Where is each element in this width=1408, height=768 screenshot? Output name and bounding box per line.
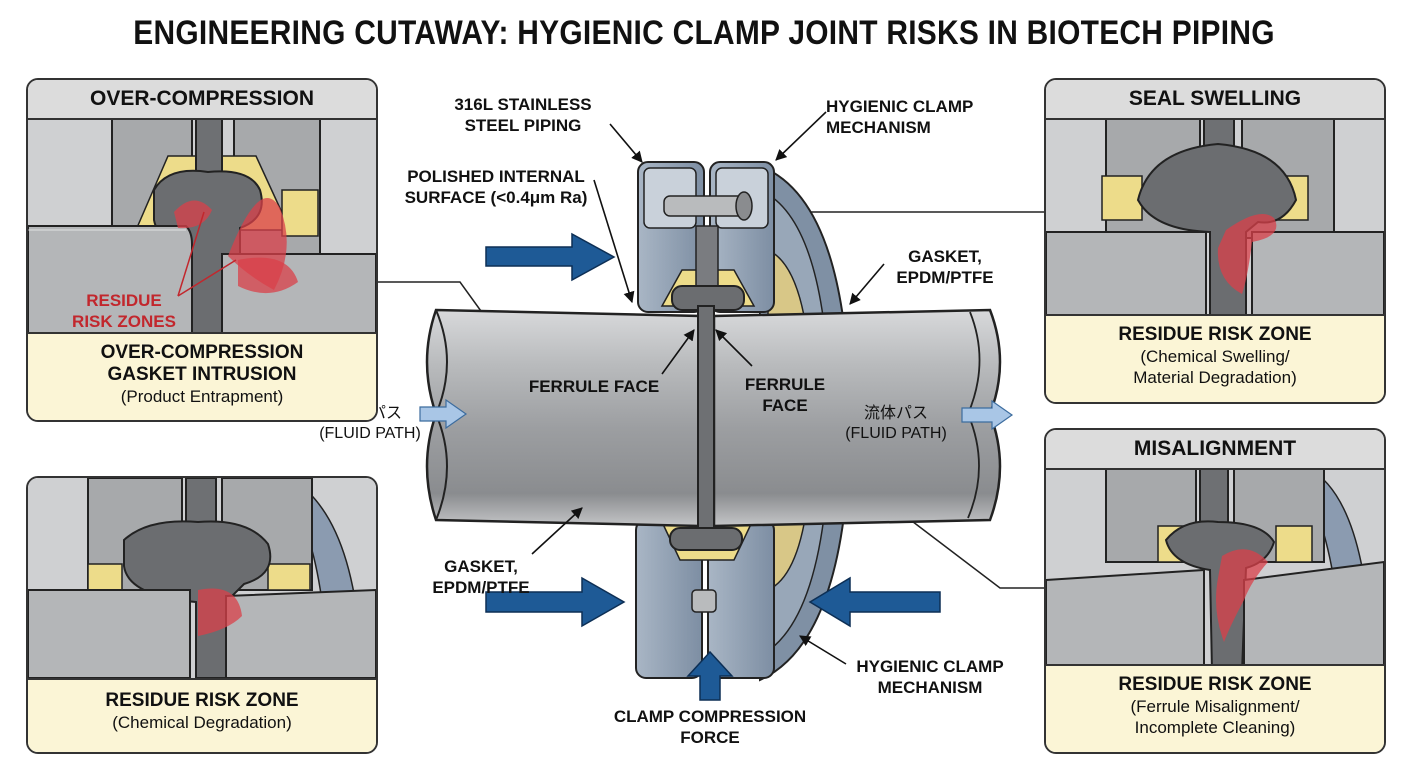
label-gasket-top: GASKET,EPDM/PTFE — [896, 247, 994, 287]
compression-arrows — [485, 232, 941, 701]
panel-connector-lines — [376, 211, 1046, 589]
panel-caption: RESIDUE RISK ZONE (Ferrule Misalignment/… — [1046, 664, 1384, 752]
panel-header: OVER-COMPRESSION — [28, 80, 376, 120]
panel-misalignment: MISALIGNMENT RESIDUE RISK ZONE (Ferrule … — [1044, 428, 1386, 754]
panel-header: SEAL SWELLING — [1046, 80, 1384, 120]
label-leaders — [531, 111, 885, 665]
pipe-left — [425, 308, 702, 528]
arrow-up-force — [686, 650, 734, 701]
degradation-illustration — [28, 478, 376, 679]
fluid-arrows — [419, 398, 1014, 431]
panel-caption: RESIDUE RISK ZONE (Chemical Swelling/ Ma… — [1046, 314, 1384, 402]
misalignment-illustration — [1046, 467, 1384, 673]
panel-header: MISALIGNMENT — [1046, 430, 1384, 470]
panel-caption: OVER-COMPRESSION GASKET INTRUSION (Produ… — [28, 332, 376, 420]
label-gasket-bottom: GASKET,EPDM/PTFE — [432, 557, 530, 597]
arrow-right-top — [485, 232, 616, 282]
arrow-right-bottom — [485, 576, 626, 628]
page-title: ENGINEERING CUTAWAY: HYGIENIC CLAMP JOIN… — [133, 14, 1275, 52]
panel-caption: RESIDUE RISK ZONE (Chemical Degradation) — [28, 678, 376, 752]
over-compression-illustration — [28, 117, 376, 349]
label-ferrule-face-left: FERRULE FACE — [528, 377, 660, 396]
gasket-profile — [669, 285, 745, 551]
arrow-left-bottom — [808, 576, 941, 628]
panel-chemical-degradation: RESIDUE RISK ZONE (Chemical Degradation) — [26, 476, 378, 754]
label-fluid-path-right: 流体パス(FLUID PATH) — [845, 405, 947, 442]
fluid-arrow-left — [419, 398, 468, 430]
fluid-arrow-right — [961, 399, 1014, 431]
panel-seal-swelling: SEAL SWELLING RESIDUE RISK ZONE (Chemica… — [1044, 78, 1386, 404]
seal-swelling-illustration — [1046, 117, 1384, 323]
